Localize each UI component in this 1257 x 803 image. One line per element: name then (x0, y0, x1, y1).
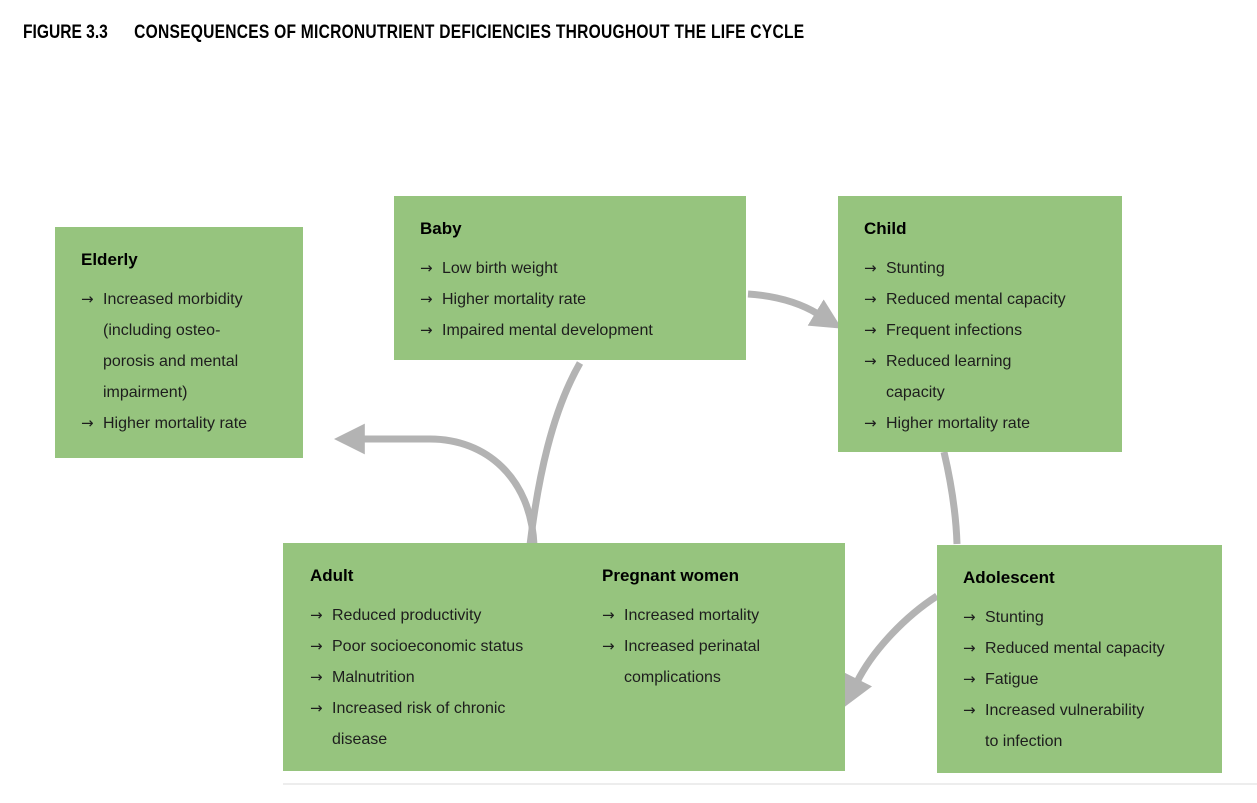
item-text: Poor socioeconomic status (332, 638, 524, 655)
lifecycle-box-baby: Baby → Low birth weight → Higher mortali… (394, 196, 746, 360)
item-text: Impaired mental development (442, 322, 653, 339)
item-text: Low birth weight (442, 260, 558, 277)
list-item: → Higher mortality rate (864, 408, 1108, 439)
list-item: → Increased risk of chronic disease (310, 693, 595, 755)
bullet-arrow-icon: → (420, 321, 433, 339)
item-text: Increased morbidity (including osteo- po… (103, 291, 243, 401)
elderly-items: → Increased morbidity (including osteo- … (81, 284, 289, 439)
list-item: → Fatigue (963, 664, 1208, 695)
item-text: Increased perinatal complications (624, 638, 761, 686)
bullet-arrow-icon: → (420, 259, 433, 277)
bullet-arrow-icon: → (420, 290, 433, 308)
box-title-baby: Baby (420, 219, 462, 238)
child-content: Child → Stunting → Reduced mental capaci… (864, 215, 1108, 439)
bullet-arrow-icon: → (81, 290, 94, 308)
bullet-arrow-icon: → (310, 637, 323, 655)
item-text: Stunting (886, 260, 945, 277)
list-item: → Higher mortality rate (81, 408, 289, 439)
item-text: Fatigue (985, 671, 1039, 688)
list-item: → Malnutrition (310, 662, 595, 693)
list-item: → Increased mortality (602, 600, 832, 631)
bullet-arrow-icon: → (310, 699, 323, 717)
bullet-arrow-icon: → (864, 321, 877, 339)
bullet-arrow-icon: → (963, 608, 976, 626)
bullet-arrow-icon: → (602, 606, 615, 624)
item-text: Higher mortality rate (886, 415, 1031, 432)
bullet-arrow-icon: → (310, 668, 323, 686)
baby-items: → Low birth weight → Higher mortality ra… (420, 253, 732, 346)
item-text: Malnutrition (332, 669, 415, 686)
bullet-arrow-icon: → (864, 352, 877, 370)
list-item: → Increased perinatal complications (602, 631, 832, 693)
bullet-arrow-icon: → (963, 670, 976, 688)
list-item: → Reduced mental capacity (963, 633, 1208, 664)
bullet-arrow-icon: → (864, 290, 877, 308)
list-item: → Reduced mental capacity (864, 284, 1108, 315)
list-item: → Low birth weight (420, 253, 732, 284)
list-item: → Increased morbidity (including osteo- … (81, 284, 289, 408)
figure-number: FIGURE 3.3 (23, 22, 108, 43)
list-item: → Stunting (864, 253, 1108, 284)
bullet-arrow-icon: → (963, 701, 976, 719)
page-edge-line (283, 783, 1257, 785)
item-text: Increased vulnerability to infection (985, 702, 1145, 750)
lifecycle-box-elderly: Elderly → Increased morbidity (including… (55, 227, 303, 458)
arrow-baby-to-child (747, 290, 842, 329)
item-text: Reduced mental capacity (886, 291, 1066, 308)
lifecycle-box-adult-pregnant: Adult → Reduced productivity → Poor soci… (283, 543, 845, 771)
pregnant-women-content: Pregnant women → Increased mortality → I… (602, 562, 832, 693)
list-item: → Increased vulnerability to infection (963, 695, 1208, 757)
bullet-arrow-icon: → (864, 259, 877, 277)
item-text: Reduced learning capacity (886, 353, 1012, 401)
item-text: Frequent infections (886, 322, 1023, 339)
bullet-arrow-icon: → (864, 414, 877, 432)
bullet-arrow-icon: → (602, 637, 615, 655)
item-text: Increased mortality (624, 607, 760, 624)
box-title-elderly: Elderly (81, 250, 138, 269)
pregnant-women-items: → Increased mortality → Increased perina… (602, 600, 832, 693)
box-title-child: Child (864, 219, 907, 238)
baby-content: Baby → Low birth weight → Higher mortali… (420, 215, 732, 346)
box-title-pregnant-women: Pregnant women (602, 566, 739, 585)
figure-header: FIGURE 3.3 CONSEQUENCES OF MICRONUTRIENT … (23, 21, 804, 45)
list-item: → Poor socioeconomic status (310, 631, 595, 662)
bullet-arrow-icon: → (963, 639, 976, 657)
list-item: → Higher mortality rate (420, 284, 732, 315)
item-text: Higher mortality rate (103, 415, 248, 432)
item-text: Increased risk of chronic disease (332, 700, 506, 748)
item-text: Reduced mental capacity (985, 640, 1165, 657)
adult-content: Adult → Reduced productivity → Poor soci… (310, 562, 595, 755)
item-text: Reduced productivity (332, 607, 482, 624)
box-title-adolescent: Adolescent (963, 568, 1055, 587)
item-text: Stunting (985, 609, 1044, 626)
list-item: → Reduced learning capacity (864, 346, 1108, 408)
child-items: → Stunting → Reduced mental capacity → F… (864, 253, 1108, 439)
bullet-arrow-icon: → (81, 414, 94, 432)
box-title-adult: Adult (310, 566, 354, 585)
list-item: → Reduced productivity (310, 600, 595, 631)
elderly-content: Elderly → Increased morbidity (including… (81, 246, 289, 439)
arrow-adult-to-elderly (334, 423, 538, 546)
adult-items: → Reduced productivity → Poor socioecono… (310, 600, 595, 755)
arrow-adolescent-to-adult (844, 593, 939, 708)
figure-title: CONSEQUENCES OF MICRONUTRIENT DEFICIENCI… (134, 22, 805, 43)
connector-pregnant-to-baby (526, 361, 584, 546)
adolescent-content: Adolescent → Stunting → Reduced mental c… (963, 564, 1208, 757)
connector-child-to-adolescent (940, 451, 961, 545)
item-text: Higher mortality rate (442, 291, 587, 308)
lifecycle-box-adolescent: Adolescent → Stunting → Reduced mental c… (937, 545, 1222, 773)
list-item: → Stunting (963, 602, 1208, 633)
list-item: → Impaired mental development (420, 315, 732, 346)
lifecycle-box-child: Child → Stunting → Reduced mental capaci… (838, 196, 1122, 452)
bullet-arrow-icon: → (310, 606, 323, 624)
list-item: → Frequent infections (864, 315, 1108, 346)
adolescent-items: → Stunting → Reduced mental capacity → F… (963, 602, 1208, 757)
